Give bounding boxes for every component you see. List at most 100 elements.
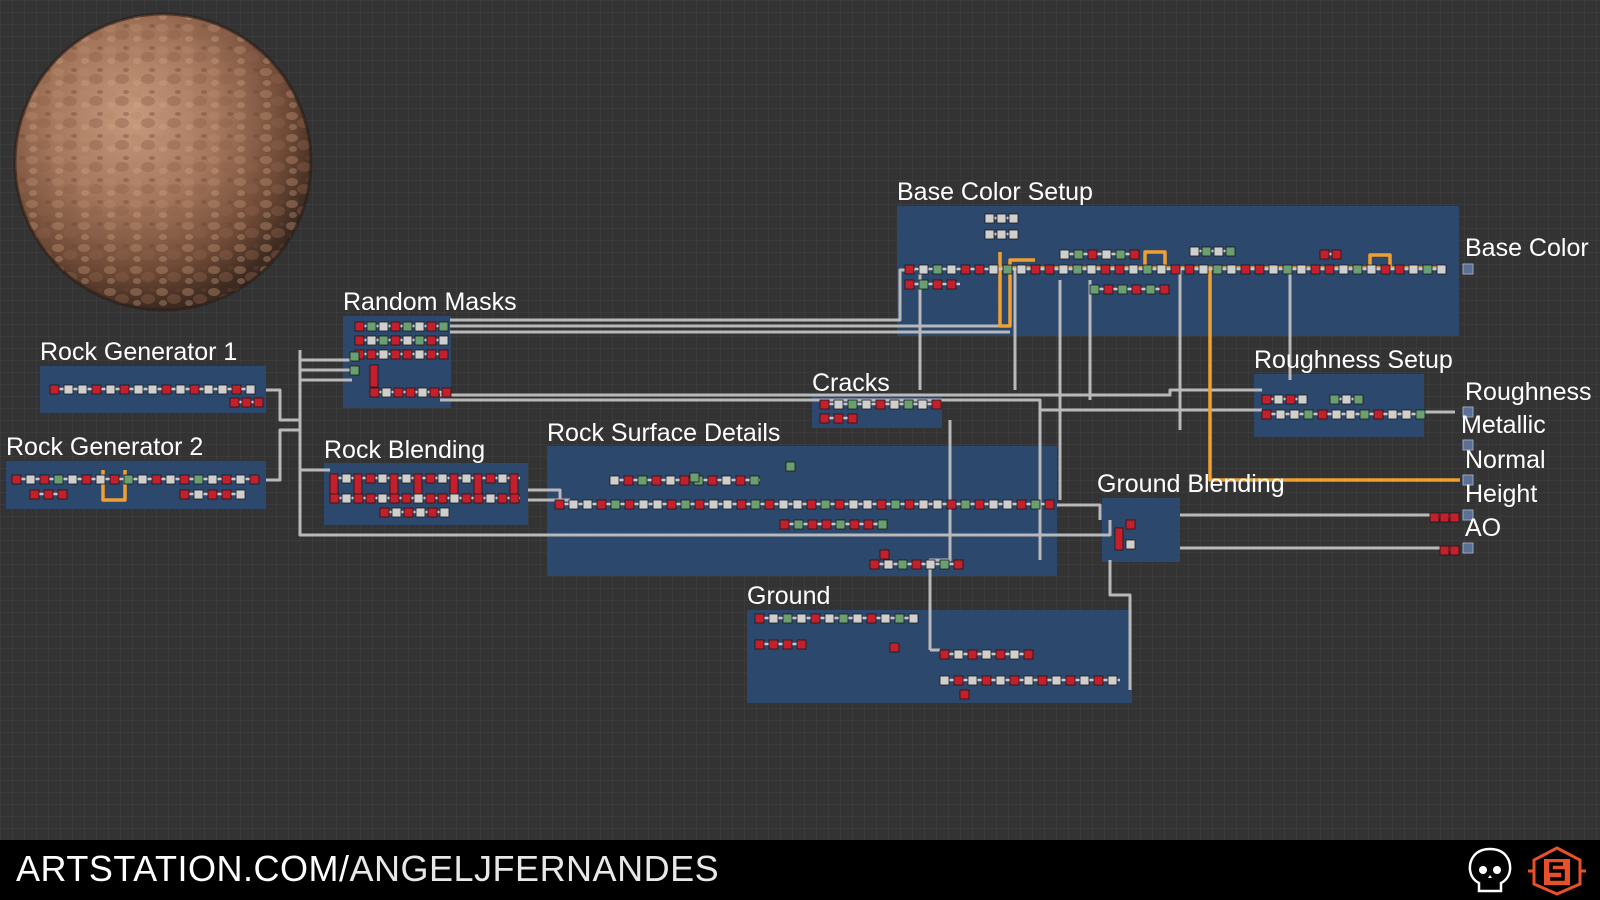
graph-node[interactable] bbox=[996, 229, 1007, 240]
graph-node[interactable] bbox=[974, 264, 985, 275]
graph-node[interactable] bbox=[835, 519, 846, 530]
graph-node[interactable] bbox=[1401, 409, 1412, 420]
graph-node[interactable] bbox=[754, 613, 765, 624]
graph-node[interactable] bbox=[897, 559, 908, 570]
graph-node[interactable] bbox=[369, 387, 380, 398]
graph-node[interactable] bbox=[708, 499, 719, 510]
graph-node[interactable] bbox=[1240, 264, 1251, 275]
graph-node[interactable] bbox=[1387, 409, 1398, 420]
graph-node[interactable] bbox=[918, 499, 929, 510]
graph-node[interactable] bbox=[429, 387, 440, 398]
graph-node[interactable] bbox=[449, 493, 460, 504]
graph-node[interactable] bbox=[877, 519, 888, 530]
graph-node[interactable] bbox=[67, 474, 78, 485]
graph-node[interactable] bbox=[810, 613, 821, 624]
graph-node[interactable] bbox=[473, 473, 483, 497]
graph-node[interactable] bbox=[95, 474, 106, 485]
graph-node[interactable] bbox=[833, 413, 844, 424]
graph-node[interactable] bbox=[449, 473, 459, 497]
graph-node[interactable] bbox=[401, 493, 412, 504]
graph-node[interactable] bbox=[354, 321, 365, 332]
graph-node[interactable] bbox=[638, 499, 649, 510]
graph-node[interactable] bbox=[1115, 249, 1126, 260]
graph-node[interactable] bbox=[932, 264, 943, 275]
graph-node[interactable] bbox=[652, 499, 663, 510]
graph-node[interactable] bbox=[349, 365, 360, 376]
graph-node[interactable] bbox=[29, 489, 40, 500]
graph-node[interactable] bbox=[890, 499, 901, 510]
graph-node[interactable] bbox=[1058, 264, 1069, 275]
graph-node[interactable] bbox=[189, 384, 200, 395]
graph-node[interactable] bbox=[1449, 512, 1460, 523]
graph-node[interactable] bbox=[1125, 519, 1136, 530]
graph-node[interactable] bbox=[889, 642, 900, 653]
graph-node[interactable] bbox=[1030, 264, 1041, 275]
graph-node[interactable] bbox=[931, 399, 942, 410]
graph-node[interactable] bbox=[1065, 675, 1076, 686]
graph-node[interactable] bbox=[932, 279, 943, 290]
graph-node[interactable] bbox=[981, 649, 992, 660]
graph-node[interactable] bbox=[793, 519, 804, 530]
graph-node[interactable] bbox=[1439, 512, 1450, 523]
graph-node[interactable] bbox=[838, 613, 849, 624]
graph-node[interactable] bbox=[1009, 675, 1020, 686]
graph-node[interactable] bbox=[390, 349, 401, 360]
graph-node[interactable] bbox=[438, 349, 449, 360]
graph-node[interactable] bbox=[57, 489, 68, 500]
graph-node[interactable] bbox=[946, 279, 957, 290]
graph-node[interactable] bbox=[953, 675, 964, 686]
graph-node[interactable] bbox=[1225, 246, 1236, 257]
graph-node[interactable] bbox=[426, 335, 437, 346]
graph-node[interactable] bbox=[39, 474, 50, 485]
graph-node[interactable] bbox=[179, 489, 190, 500]
graph-node[interactable] bbox=[984, 213, 995, 224]
graph-node[interactable] bbox=[995, 649, 1006, 660]
graph-node[interactable] bbox=[1319, 249, 1330, 260]
graph-node[interactable] bbox=[105, 384, 116, 395]
graph-node[interactable] bbox=[438, 321, 449, 332]
graph-node[interactable] bbox=[988, 264, 999, 275]
graph-node[interactable] bbox=[231, 384, 242, 395]
graph-node[interactable] bbox=[1184, 264, 1195, 275]
graph-node[interactable] bbox=[967, 649, 978, 660]
graph-node[interactable] bbox=[123, 474, 134, 485]
graph-node[interactable] bbox=[179, 474, 190, 485]
frame-ground[interactable] bbox=[747, 610, 1132, 703]
graph-node[interactable] bbox=[1086, 264, 1097, 275]
graph-node[interactable] bbox=[610, 499, 621, 510]
graph-node[interactable] bbox=[217, 384, 228, 395]
graph-node[interactable] bbox=[389, 473, 399, 497]
graph-node[interactable] bbox=[1415, 409, 1426, 420]
graph-node[interactable] bbox=[1131, 284, 1142, 295]
graph-node[interactable] bbox=[833, 399, 844, 410]
graph-node[interactable] bbox=[1189, 246, 1200, 257]
graph-node[interactable] bbox=[417, 387, 428, 398]
graph-node[interactable] bbox=[1016, 264, 1027, 275]
graph-node[interactable] bbox=[378, 335, 389, 346]
graph-node[interactable] bbox=[1142, 264, 1153, 275]
graph-node[interactable] bbox=[792, 499, 803, 510]
graph-node[interactable] bbox=[1408, 264, 1419, 275]
graph-node[interactable] bbox=[596, 499, 607, 510]
graph-node[interactable] bbox=[959, 689, 970, 700]
graph-node[interactable] bbox=[1226, 264, 1237, 275]
graph-node[interactable] bbox=[1338, 264, 1349, 275]
graph-node[interactable] bbox=[1030, 499, 1041, 510]
graph-node[interactable] bbox=[679, 475, 690, 486]
graph-node[interactable] bbox=[391, 507, 402, 518]
graph-node[interactable] bbox=[1359, 409, 1370, 420]
graph-node[interactable] bbox=[689, 472, 700, 483]
graph-node[interactable] bbox=[981, 675, 992, 686]
graph-node[interactable] bbox=[680, 499, 691, 510]
graph-node[interactable] bbox=[1436, 264, 1447, 275]
graph-node[interactable] bbox=[1100, 264, 1111, 275]
graph-node[interactable] bbox=[109, 474, 120, 485]
graph-node[interactable] bbox=[1037, 675, 1048, 686]
graph-node[interactable] bbox=[378, 321, 389, 332]
graph-node[interactable] bbox=[883, 559, 894, 570]
graph-node[interactable] bbox=[974, 499, 985, 510]
graph-node[interactable] bbox=[849, 519, 860, 530]
graph-node[interactable] bbox=[509, 473, 519, 497]
graph-node[interactable] bbox=[1008, 229, 1019, 240]
graph-node[interactable] bbox=[1101, 249, 1112, 260]
